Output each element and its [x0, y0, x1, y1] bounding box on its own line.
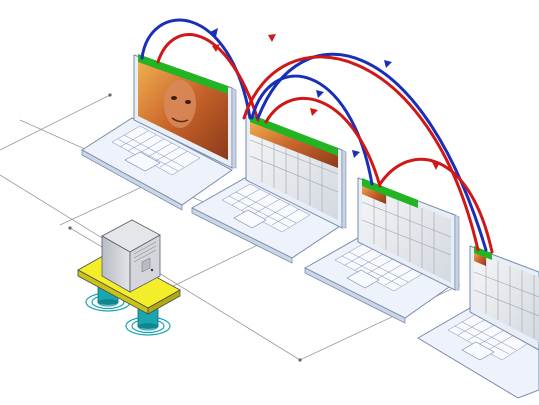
screen-top-bar — [362, 178, 418, 208]
server — [77, 219, 181, 336]
connection-arcs — [140, 18, 494, 254]
screen-top-bar — [250, 114, 338, 156]
screen-image-partial — [362, 184, 386, 204]
server-icon — [101, 219, 161, 293]
screen-image-partial — [250, 120, 338, 168]
arc-blue-2-4 — [256, 52, 488, 252]
arc-arrowheads — [210, 28, 440, 170]
laptop-2 — [190, 113, 347, 264]
screen-tiles — [362, 184, 451, 283]
screen-top-bar — [138, 54, 228, 94]
screen-tiles — [250, 120, 338, 220]
laptop-icon — [190, 113, 347, 264]
laptop-icon — [303, 177, 460, 324]
laptop-1 — [81, 54, 237, 211]
screen-image-partial — [474, 252, 486, 266]
arc-red-1-2 — [156, 33, 260, 122]
laptop-icon — [417, 245, 539, 399]
laptop-4 — [417, 245, 539, 399]
laptop-icon — [81, 54, 237, 211]
arc-red-2-3 — [264, 97, 382, 188]
screen-tiles — [474, 252, 539, 342]
laptop-3 — [303, 177, 460, 324]
